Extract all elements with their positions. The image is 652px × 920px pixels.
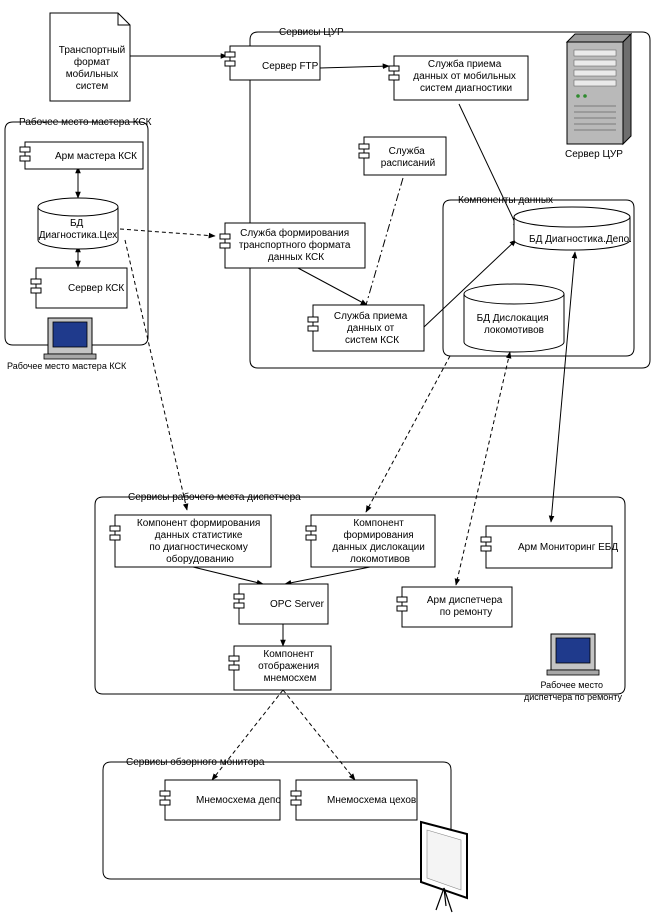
cur-server-label: Сервер ЦУР xyxy=(565,149,623,160)
cur-services-label: Сервисы ЦУР xyxy=(279,27,344,38)
scheduler-component: Служба расписаний xyxy=(358,136,447,176)
arm-master-component: Арм мастера КСК xyxy=(19,141,144,170)
ksk-receive-component: Служба приема данных от систем КСК xyxy=(307,304,425,352)
mobile-receive-component: Служба приема данных от мобильных систем… xyxy=(388,55,529,101)
scheduler-label: Служба расписаний xyxy=(381,145,435,169)
arrow-loco-to-repair xyxy=(454,351,512,586)
opc-server-component: OPC Server xyxy=(233,583,329,625)
dislocation-component: Компонент формирования данных дислокации… xyxy=(305,514,436,568)
link-scheduler-ksk xyxy=(365,177,404,306)
opc-server-label: OPC Server xyxy=(270,599,325,610)
master-pc-label: Рабочее место мастера КСК xyxy=(7,361,127,371)
arrow-shopdb-to-transport xyxy=(119,228,216,239)
shop-db-cylinder: БД Диагностика.Цех xyxy=(37,197,119,250)
transport-format-component: Служба формирования транспортного формат… xyxy=(219,222,366,269)
ksk-server-component: Сервер КСК xyxy=(30,267,128,309)
arrow-loco-to-dislocation xyxy=(365,355,451,513)
mobile-receive-label: Служба приема данных от мобильных систем… xyxy=(413,58,518,94)
connectors xyxy=(75,53,578,781)
cur-services-frame: Сервисы ЦУР xyxy=(249,27,651,369)
arm-monitoring-component: Арм Мониторинг ЕБД xyxy=(480,525,618,569)
mnemo-display-component: Компонент отображения мнемосхем xyxy=(228,645,332,691)
data-components-label: Компоненты данных xyxy=(458,195,553,206)
arrow-mnemo-to-shops xyxy=(282,689,356,781)
arrow-shopdb-to-stats xyxy=(124,239,189,511)
depot-db-label: БД Диагностика.Депо. xyxy=(529,234,632,245)
mnemo-depot-label: Мнемосхема депо xyxy=(196,795,281,806)
loco-db-cylinder: БД Дислокация локомотивов xyxy=(463,283,565,353)
cur-server-icon: Сервер ЦУР xyxy=(565,32,633,160)
mnemo-display-label: Компонент отображения мнемосхем xyxy=(258,649,322,684)
dispatcher-services-frame: Сервисы рабочего места диспетчера xyxy=(94,491,626,695)
arrow-mnemo-to-depot xyxy=(211,689,284,781)
transport-format-label: Служба формирования транспортного формат… xyxy=(239,227,353,263)
stats-component: Компонент формирования данных статистике… xyxy=(109,514,272,568)
ftp-server-label: Сервер FTP xyxy=(262,61,319,72)
dispatcher-pc-icon: Рабочее место диспетчера по ремонту xyxy=(524,633,622,702)
ksk-master-label: Рабочее место мастера КСК xyxy=(19,116,152,128)
depot-db-cylinder: БД Диагностика.Депо. xyxy=(513,206,632,251)
arrow-transport-to-ksk xyxy=(297,267,368,306)
dispatcher-pc-label: Рабочее место диспетчера по ремонту xyxy=(524,680,622,702)
arrow-dislocation-to-opc xyxy=(284,566,371,586)
projector-screen-icon xyxy=(420,820,468,913)
dispatcher-services-label: Сервисы рабочего места диспетчера xyxy=(128,491,301,503)
mnemo-depot-component: Мнемосхема депо xyxy=(159,779,281,821)
arrow-mobile-to-depot xyxy=(458,103,519,230)
shop-db-label: БД Диагностика.Цех xyxy=(39,218,118,241)
master-pc-icon: Рабочее место мастера КСК xyxy=(7,317,127,371)
loco-db-label: БД Дислокация локомотивов xyxy=(477,313,552,336)
arrow-stats-to-opc xyxy=(192,566,264,586)
ksk-server-label: Сервер КСК xyxy=(68,283,124,294)
arrow-ksk-to-depot xyxy=(423,239,517,328)
ftp-server-component: Сервер FTP xyxy=(224,45,321,81)
mnemo-shops-label: Мнемосхема цехов xyxy=(327,795,416,806)
stats-component-label: Компонент формирования данных статистике… xyxy=(137,517,263,565)
ksk-master-frame: Рабочее место мастера КСК xyxy=(4,116,152,346)
arm-master-label: Арм мастера КСК xyxy=(55,151,137,162)
overview-monitor-label: Сервисы обзорного монитора xyxy=(126,756,265,768)
dislocation-component-label: Компонент формирования данных дислокации… xyxy=(332,518,427,565)
data-components-frame: Компоненты данных xyxy=(442,195,635,357)
arm-monitoring-label: Арм Мониторинг ЕБД xyxy=(518,542,618,553)
arrow-depot-to-monitoring xyxy=(548,251,578,523)
ksk-receive-label: Служба приема данных от систем КСК xyxy=(334,310,410,346)
arrow-ftp-to-mobile xyxy=(319,63,390,69)
arm-repair-component: Арм диспетчера по ремонту xyxy=(396,586,513,628)
mnemo-shops-component: Мнемосхема цехов xyxy=(290,779,418,821)
arm-repair-label: Арм диспетчера по ремонту xyxy=(427,595,505,618)
